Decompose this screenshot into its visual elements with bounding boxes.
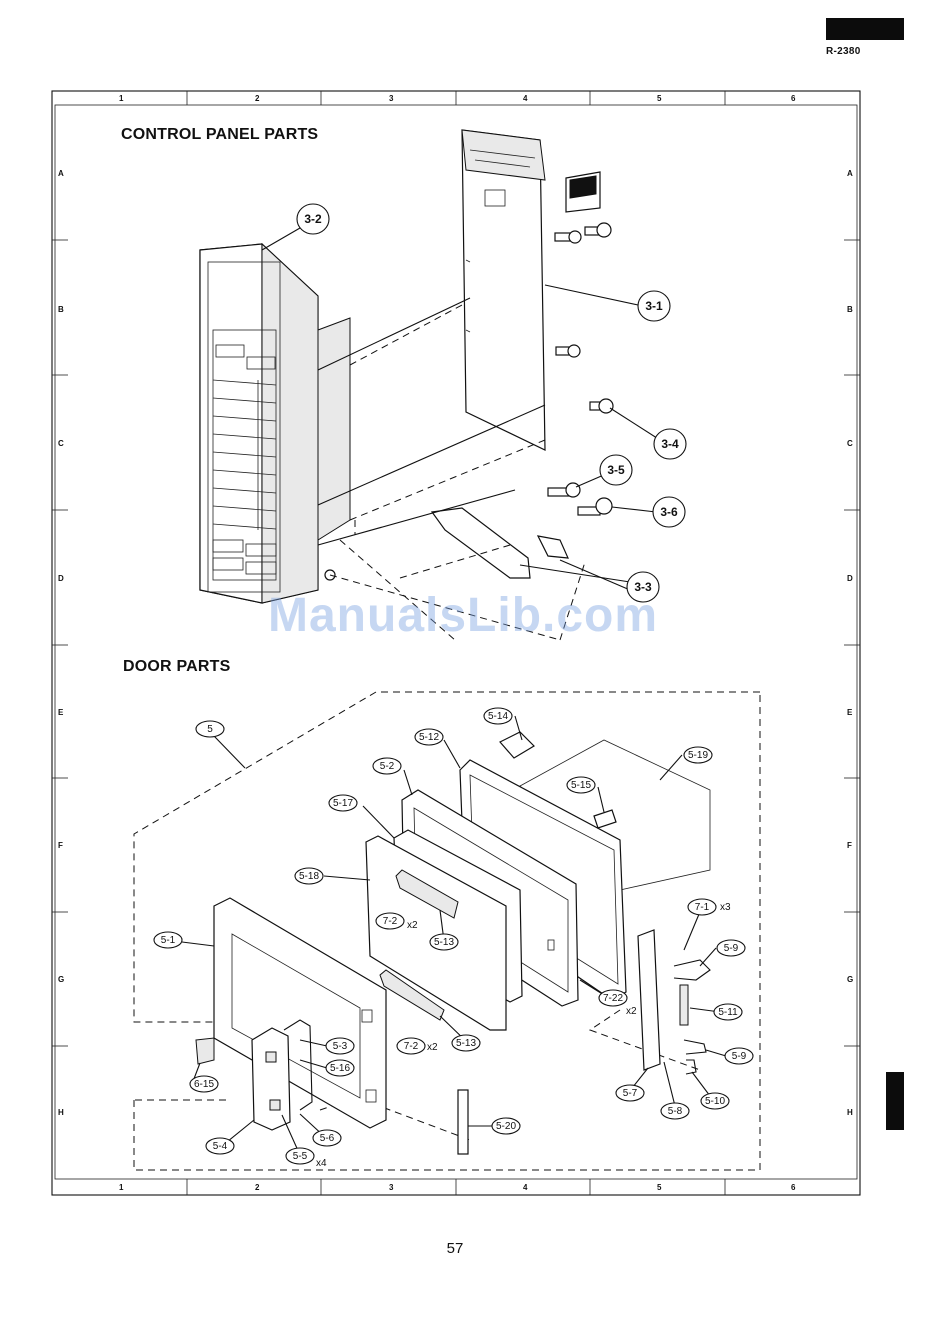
ref-label-5-11: 5-11	[718, 1007, 738, 1018]
ref-label-5-3: 5-3	[333, 1041, 348, 1052]
door-bracket-5-15	[594, 810, 616, 828]
grid-col-2-top: 2	[255, 94, 259, 103]
ref-label-3-4: 3-4	[661, 437, 679, 451]
label-part	[196, 1038, 214, 1064]
ref-label-5-10: 5-10	[705, 1096, 725, 1107]
ref-label-5-18: 5-18	[299, 871, 319, 882]
ref-label-6-15: 6-15	[194, 1079, 214, 1090]
grid-col-3-top: 3	[389, 94, 393, 103]
ref-label-5-17: 5-17	[333, 798, 353, 809]
grid-row-d-left: D	[58, 574, 64, 583]
ref-label-5-1: 5-1	[161, 935, 176, 946]
latch-assembly-part	[638, 930, 710, 1074]
grid-row-g-right: G	[847, 975, 853, 984]
control-panel-frame-part	[200, 244, 350, 603]
grid-col-1-top: 1	[119, 94, 123, 103]
ref-label-3-1: 3-1	[645, 299, 663, 313]
qty-note-7-2-lower: x2	[427, 1042, 438, 1053]
ref-label-7-22: 7-22	[603, 993, 623, 1004]
grid-row-f-left: F	[58, 841, 63, 850]
ref-label-7-2-lower: 7-2	[404, 1041, 419, 1052]
control-unit-pcb-part	[462, 130, 600, 450]
grid-row-h-right: H	[847, 1108, 853, 1117]
ref-label-5-20: 5-20	[496, 1121, 516, 1132]
ref-label-5-4: 5-4	[213, 1141, 228, 1152]
grid-col-3-bottom: 3	[389, 1183, 393, 1192]
qty-note-7-2-upper: x2	[407, 920, 418, 931]
grid-row-a-left: A	[58, 169, 64, 178]
grid-row-a-right: A	[847, 169, 853, 178]
grid-row-b-left: B	[58, 305, 64, 314]
ref-label-3-2: 3-2	[304, 212, 322, 226]
door-strip-part	[458, 1090, 468, 1154]
ref-label-3-5: 3-5	[607, 463, 625, 477]
ref-label-5-12: 5-12	[419, 732, 439, 743]
watermark-text: ManualsLib.com	[268, 588, 658, 643]
ref-label-3-6: 3-6	[660, 505, 678, 519]
grid-row-e-left: E	[58, 708, 63, 717]
page-number: 57	[0, 1240, 910, 1257]
control-panel-parts-title: CONTROL PANEL PARTS	[121, 126, 318, 144]
door-frame-part	[214, 898, 386, 1128]
grid-row-c-right: C	[847, 439, 853, 448]
qty-note-7-22: x2	[626, 1006, 637, 1017]
grid-row-d-right: D	[847, 574, 853, 583]
grid-col-6-top: 6	[791, 94, 795, 103]
door-bracket-5-14	[500, 732, 534, 758]
ref-label-7-2-upper: 7-2	[383, 916, 398, 927]
grid-row-h-left: H	[58, 1108, 64, 1117]
ref-label-5-9-upper: 5-9	[724, 943, 739, 954]
grid-col-6-bottom: 6	[791, 1183, 795, 1192]
ref-label-5-19: 5-19	[688, 750, 708, 761]
grid-col-1-bottom: 1	[119, 1183, 123, 1192]
ref-label-5-8: 5-8	[668, 1106, 683, 1117]
grid-col-5-bottom: 5	[657, 1183, 661, 1192]
qty-note-7-1: x3	[720, 902, 731, 913]
grid-row-c-left: C	[58, 439, 64, 448]
ref-label-5-13-lower: 5-13	[456, 1038, 476, 1049]
ref-label-5-5: 5-5	[293, 1151, 308, 1162]
ref-label-5-2: 5-2	[380, 761, 395, 772]
ref-label-5-7: 5-7	[623, 1088, 638, 1099]
ref-label-7-1: 7-1	[695, 902, 710, 913]
lever-bracket-part	[432, 508, 568, 578]
grid-row-e-right: E	[847, 708, 852, 717]
ref-label-5-13-upper: 5-13	[434, 937, 454, 948]
ref-label-5-16: 5-16	[330, 1063, 350, 1074]
grid-col-4-top: 4	[523, 94, 527, 103]
ref-label-5-14: 5-14	[488, 711, 508, 722]
grid-row-b-right: B	[847, 305, 853, 314]
grid-row-g-left: G	[58, 975, 64, 984]
ref-label-5-6: 5-6	[320, 1133, 335, 1144]
door-parts-title: DOOR PARTS	[123, 658, 230, 676]
ref-label-5-9-lower: 5-9	[732, 1051, 747, 1062]
grid-row-f-right: F	[847, 841, 852, 850]
ref-label-5-15: 5-15	[571, 780, 591, 791]
qty-note-5-5: x4	[316, 1158, 327, 1169]
grid-col-5-top: 5	[657, 94, 661, 103]
grid-col-2-bottom: 2	[255, 1183, 259, 1192]
ref-label-5: 5	[207, 724, 213, 735]
grid-col-4-bottom: 4	[523, 1183, 527, 1192]
